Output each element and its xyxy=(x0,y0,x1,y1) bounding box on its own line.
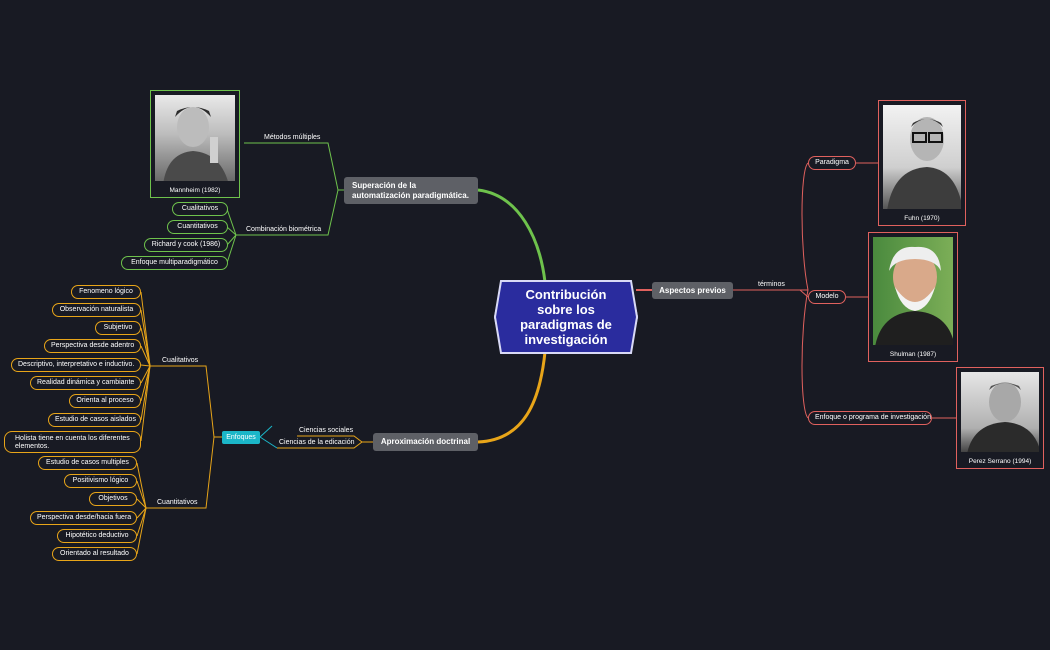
shulman-caption: Shulman (1987) xyxy=(889,351,937,358)
combinacion-biometrica-label: Combinación biométrica xyxy=(246,226,322,233)
aspecto-item-paradigma[interactable]: Paradigma xyxy=(808,156,856,170)
aspecto-item-enfoque-programa[interactable]: Enfoque o programa de investigación xyxy=(808,411,932,425)
fuhn-photo-card[interactable]: Fuhn (1970) xyxy=(878,100,966,226)
fuhn-portrait-image xyxy=(883,105,961,209)
mannheim-photo-card[interactable]: Mannheim (1982) xyxy=(150,90,240,198)
perez-serrano-caption: Perez Serrano (1994) xyxy=(968,458,1032,465)
cuantitativo-item[interactable]: Positivismo lógico xyxy=(64,474,137,488)
cuantitativo-item[interactable]: Objetivos xyxy=(89,492,137,506)
cualitativo-item[interactable]: Descriptivo, interpretativo e inductivo. xyxy=(11,358,141,372)
cualitativo-item[interactable]: Fenomeno lógico xyxy=(71,285,141,299)
superacion-topic[interactable]: Superación de la automatización paradigm… xyxy=(344,177,478,204)
central-topic-label: Contribución sobre los paradigmas de inv… xyxy=(520,287,612,347)
aspecto-item-modelo[interactable]: Modelo xyxy=(808,290,846,304)
combinacion-item-cualitativos[interactable]: Cualitativos xyxy=(172,202,228,216)
aproximacion-doctrinal-label: Aproximación doctrinal xyxy=(380,437,471,446)
central-topic-border xyxy=(494,280,638,354)
aproximacion-doctrinal-topic[interactable]: Aproximación doctrinal xyxy=(373,433,478,451)
combinacion-item-enfoque-multiparadigmatico[interactable]: Enfoque multiparadigmático xyxy=(121,256,228,270)
shulman-photo-card[interactable]: Shulman (1987) xyxy=(868,232,958,362)
cuantitativo-item[interactable]: Estudio de casos multiples xyxy=(38,456,137,470)
enfoques-topic[interactable]: Enfoques xyxy=(222,431,260,444)
cuantitativo-item[interactable]: Perspectiva desde/hacia fuera xyxy=(30,511,137,525)
combinacion-item-richard-cook[interactable]: Richard y cook (1986) xyxy=(144,238,228,252)
cualitativos-group-label: Cualitativos xyxy=(162,357,199,364)
cualitativo-item[interactable]: Perspectiva desde adentro xyxy=(44,339,141,353)
cuantitativo-item[interactable]: Hipotético deductivo xyxy=(57,529,137,543)
cuantitativo-item[interactable]: Orientado al resultado xyxy=(52,547,137,561)
mannheim-portrait-image xyxy=(155,95,235,181)
terminos-label: términos xyxy=(758,281,785,288)
aspectos-previos-label: Aspectos previos xyxy=(659,286,726,295)
cualitativo-item[interactable]: Observación naturalista xyxy=(52,303,141,317)
ciencias-educacion-label: Ciencias de la edicación xyxy=(279,439,355,446)
cualitativo-item[interactable]: Orienta al proceso xyxy=(69,394,141,408)
metodos-multiples-label: Métodos múltiples xyxy=(264,134,321,141)
superacion-topic-label: Superación de la automatización paradigm… xyxy=(352,181,469,200)
aspectos-previos-topic[interactable]: Aspectos previos xyxy=(652,282,733,299)
mannheim-caption: Mannheim (1982) xyxy=(169,187,221,194)
enfoques-label: Enfoques xyxy=(226,434,256,441)
ciencias-sociales-label: Ciencias sociales xyxy=(299,427,354,434)
fuhn-caption: Fuhn (1970) xyxy=(904,215,940,222)
perez-serrano-photo-card[interactable]: Perez Serrano (1994) xyxy=(956,367,1044,469)
shulman-portrait-image xyxy=(873,237,953,345)
perez-serrano-portrait-image xyxy=(961,372,1039,452)
cuantitativos-group-label: Cuantitativos xyxy=(157,499,198,506)
combinacion-item-cuantitativos[interactable]: Cuantitativos xyxy=(167,220,228,234)
cualitativo-item[interactable]: Realidad dinámica y cambiante xyxy=(30,376,141,390)
cualitativo-item[interactable]: Subjetivo xyxy=(95,321,141,335)
cualitativo-item[interactable]: Holista tiene en cuenta los diferentes e… xyxy=(4,431,141,453)
cualitativo-item[interactable]: Estudio de casos aislados xyxy=(48,413,141,427)
